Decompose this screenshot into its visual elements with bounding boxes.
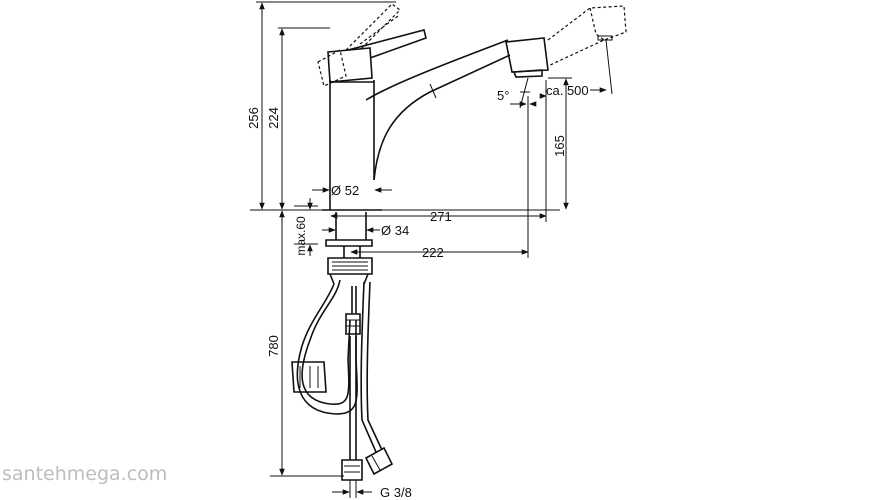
dim-body-diameter: Ø 52 (331, 183, 359, 198)
lever-handle (317, 3, 427, 87)
dim-overall-height: 256 (246, 107, 261, 129)
dim-max-thickness: max.60 (294, 216, 308, 256)
dim-pullout-length: ca. 500 (546, 83, 589, 98)
dim-swivel-angle: 5° (497, 88, 509, 103)
dim-shank-diameter: Ø 34 (381, 223, 409, 238)
dim-spout-height: 224 (266, 107, 281, 129)
dim-hose-length: 780 (266, 335, 281, 357)
dim-connection: G 3/8 (380, 485, 412, 500)
hoses (291, 279, 394, 481)
shank (325, 212, 373, 285)
dimension-lines (250, 1, 607, 498)
dim-shank-to-spout: 222 (422, 245, 444, 260)
dim-spout-clearance: 165 (552, 135, 567, 157)
watermark: santehmega.com (2, 463, 167, 485)
spout-head (505, 5, 627, 95)
dim-reach: 271 (430, 209, 452, 224)
